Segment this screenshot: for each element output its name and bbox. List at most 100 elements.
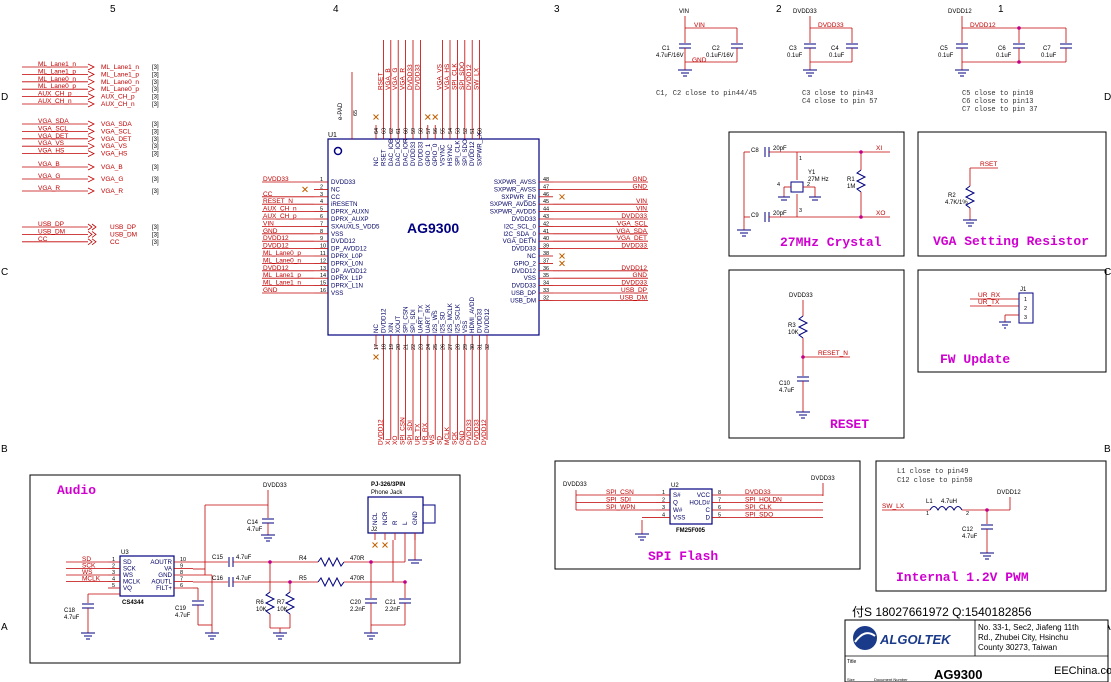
u1-net-dvdd12: DVDD12 xyxy=(481,419,488,445)
u1-pin-num: 43 xyxy=(543,214,549,220)
grid-labels: 5 4 3 2 1 D C B A D C B A xyxy=(1,4,1111,633)
r7-value: 10K xyxy=(277,607,288,613)
u2-pin-hold: HOLD# xyxy=(689,500,710,507)
r1-value: 1M xyxy=(847,184,855,190)
u2-pin-num: 8 xyxy=(718,490,721,496)
u1-net-vin: VIN xyxy=(636,198,647,205)
grid-col-1: 1 xyxy=(998,4,1004,15)
u1-pin-num: 56 xyxy=(433,128,439,134)
u1-net-vga-sda: VGA_SDA xyxy=(616,228,647,235)
y1-pin1: 1 xyxy=(799,156,802,162)
dvdd12-net: DVDD12 xyxy=(970,22,996,29)
crystal-title: 27MHz Crystal xyxy=(780,235,882,250)
left-port-ml-lane1-n: ML_Lane1_n xyxy=(101,64,139,71)
u2-net-spi-wpn: SPI_WPN xyxy=(606,504,636,511)
pwm-note-2: C12 close to pin50 xyxy=(897,477,973,485)
grid-row-b-right: B xyxy=(1104,444,1111,455)
u2-net-dvdd33: DVDD33 xyxy=(745,489,771,496)
u1-pin-nc: NC xyxy=(373,157,380,166)
u1-pin-num: 48 xyxy=(543,177,549,183)
u2-net-spi-clk: SPI_CLK xyxy=(745,504,772,511)
y1-pin4: 4 xyxy=(777,182,780,188)
u1-net-ur-tx: UR_TX xyxy=(414,423,421,445)
c7-ref: C7 xyxy=(1043,46,1051,52)
u1-pin-gpio-2: GPIO_2 xyxy=(514,260,537,267)
u1-pin-dvdd33: DVDD33 xyxy=(477,308,484,333)
u1-net-vin: VIN xyxy=(636,206,647,213)
u3-pin-sd: SD xyxy=(123,559,132,566)
u1-net-gnd: GND xyxy=(263,228,278,235)
u1-net-sd: SD xyxy=(437,436,444,445)
u1-pin-dprx-l0p: DPRX_L0P xyxy=(331,253,363,260)
u2-pin-vss: VSS xyxy=(673,515,685,522)
c8-ref: C8 xyxy=(751,148,759,154)
c10-value: 4.7uF xyxy=(779,388,795,394)
u1-pin-nc: NC xyxy=(331,186,340,193)
title-value: AG9300 xyxy=(934,667,982,682)
u1-net-usb-dm: USB_DM xyxy=(620,294,647,301)
u1-pin-usb-dp: USB_DP xyxy=(511,290,536,297)
u1-net-gnd: GND xyxy=(263,287,278,294)
left-net-vga-b: VGA_B xyxy=(38,161,60,168)
fw-rx-net: UR_RX xyxy=(978,292,1001,299)
u1-pin-uart-tx: UART_TX xyxy=(417,305,424,333)
u1-pin-spi-clk: SPI_CLK xyxy=(454,140,461,166)
u1-pin-hdmi-avdd: HDMI_AVDD xyxy=(469,296,476,333)
vga-resistor-frame xyxy=(917,131,1107,257)
pwm-sw-net: SW_LX xyxy=(882,503,905,510)
c2-ref: C2 xyxy=(712,46,720,52)
c15-ref: C15 xyxy=(212,555,224,561)
c21-value: 2.2nF xyxy=(385,607,401,613)
c10-ref: C10 xyxy=(779,381,791,387)
reset-title: RESET xyxy=(830,417,869,432)
u1-pin-gpio-0: GPIO_0 xyxy=(432,143,439,166)
u1-pin-dp-avdd12: DP_AVDD12 xyxy=(331,246,367,253)
u1-pin-dvdd33: DVDD33 xyxy=(331,179,356,186)
c12-ref: C12 xyxy=(962,527,974,533)
u1-pin-dvdd12: DVDD12 xyxy=(380,308,387,333)
u1-pin-num: 18 xyxy=(381,344,387,350)
u1-pin-num: 16 xyxy=(320,288,326,294)
u2-net-spi-csn: SPI_CSN xyxy=(606,489,634,496)
left-net-aux-ch-p: AUX_CH_p xyxy=(38,91,72,98)
u1-net-vga-vs: VGA_VS xyxy=(437,63,444,90)
c19-ref: C19 xyxy=(175,606,187,612)
u2-pin-num: 4 xyxy=(662,513,665,519)
u1-pin-num: 14 xyxy=(320,273,326,279)
u1-pin-sxpwr-avss: SXPWR_AVSS xyxy=(494,186,536,193)
u2-ref: U2 xyxy=(671,483,679,489)
jack-pin-r: R xyxy=(392,520,399,525)
dvdd12-note-2: C6 close to pin13 xyxy=(962,98,1033,106)
c21-ref: C21 xyxy=(385,600,397,606)
u1-pin-dvdd33: DVDD33 xyxy=(417,141,424,166)
title-block: ALGOLTEK No. 33-1, Sec2, Jiafeng 11th Rd… xyxy=(844,619,1111,682)
r5-value: 470R xyxy=(350,576,365,582)
u1-net-ml-lane0-p: ML_Lane0_p xyxy=(263,250,301,257)
l1-pin2: 2 xyxy=(966,511,969,517)
u3-pin-num: 9 xyxy=(180,564,183,570)
r6-value: 10K xyxy=(256,607,267,613)
left-net-vga-det: VGA_DET xyxy=(38,133,68,140)
u1-pin-num: 61 xyxy=(396,128,402,134)
c16-value: 4.7uF xyxy=(236,576,252,582)
watermark: EEChina.com xyxy=(1054,665,1111,677)
left-sheet-ref: [3] xyxy=(152,240,159,246)
u1-pin-nc: NC xyxy=(373,324,380,333)
u1-net-gnd: GND xyxy=(633,183,648,190)
left-sheet-ref: [3] xyxy=(152,95,159,101)
u1-net-ml-lane1-p: ML_Lane1_p xyxy=(263,272,301,279)
u1-net-dvdd12: DVDD12 xyxy=(621,265,647,272)
c18-ref: C18 xyxy=(64,608,76,614)
u3-pin-sck: SCK xyxy=(123,566,137,573)
u1-pin-num: 4 xyxy=(320,199,323,205)
u1-pin-nc: NC xyxy=(527,253,536,260)
fw-update-section: J1 1 2 3 UR_RX UR_TX FW Update xyxy=(917,269,1107,373)
u1-pin-sxpwr-avdd5: SXPWR_AVDD5 xyxy=(490,209,537,216)
left-net-aux-ch-n: AUX_CH_n xyxy=(38,98,72,105)
u1-net-spi-sdo: SPI_SDO xyxy=(459,62,466,90)
address-line-2: Rd., Zhubei City, Hsinchu xyxy=(978,633,1068,642)
y1-pin3: 3 xyxy=(799,208,802,214)
crystal-section: C8 20pF XI C9 20pF XO 4 2 1 3 Y1 27M Hz … xyxy=(728,131,905,257)
grid-row-d-right: D xyxy=(1104,92,1111,103)
